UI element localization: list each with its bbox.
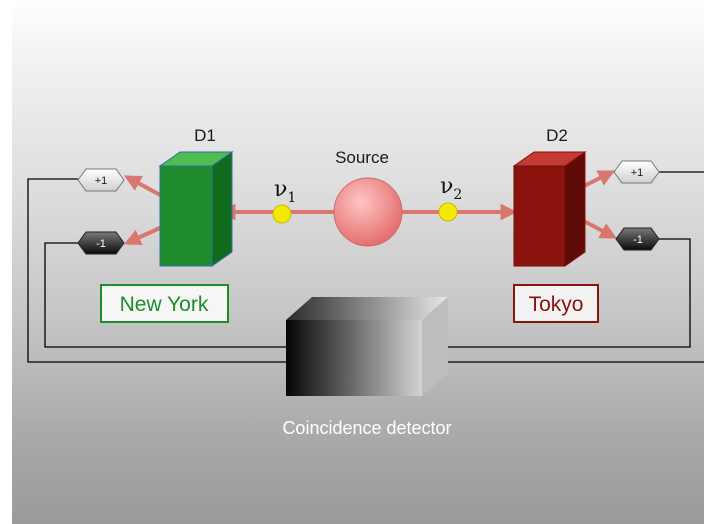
wire-d1-plus <box>27 178 290 363</box>
arrow-d1-plus <box>124 175 163 198</box>
d1-minus-output: -1 <box>77 231 125 255</box>
wire-d1-minus <box>44 242 290 348</box>
location-new-york: New York <box>100 284 229 323</box>
arrow-d1-minus <box>123 225 163 246</box>
location-tokyo-label: Tokyo <box>529 293 584 316</box>
location-new-york-label: New York <box>120 293 209 316</box>
wire-d2-minus <box>432 238 691 348</box>
source-label: Source <box>335 148 389 167</box>
d2-minus-label: -1 <box>633 234 643 246</box>
d1-plus-output: +1 <box>77 168 125 192</box>
coincidence-detector-box <box>286 297 448 396</box>
d1-minus-label: -1 <box>96 238 106 250</box>
source-sphere <box>333 177 403 247</box>
coincidence-detector-label: Coincidence detector <box>282 418 451 438</box>
particle-2-label: ν2 <box>440 174 462 203</box>
particle-2-index: 2 <box>453 187 462 203</box>
detector-d2 <box>512 151 587 267</box>
d2-plus-label: +1 <box>631 167 644 179</box>
arrow-d2-minus <box>579 217 617 239</box>
detector-d1-label: D1 <box>194 126 216 145</box>
particle-2 <box>438 202 458 222</box>
particle-1-label: ν1 <box>274 177 296 206</box>
d2-plus-output: +1 <box>613 160 660 184</box>
detector-d1 <box>158 151 234 267</box>
particle-1-index: 1 <box>287 190 296 206</box>
location-tokyo: Tokyo <box>513 284 599 323</box>
particle-1 <box>272 204 292 224</box>
d2-minus-output: -1 <box>615 227 660 251</box>
d1-plus-label: +1 <box>95 175 108 187</box>
particle-1-symbol: ν <box>274 177 287 202</box>
detector-d2-label: D2 <box>546 126 568 145</box>
particle-2-symbol: ν <box>440 174 453 199</box>
